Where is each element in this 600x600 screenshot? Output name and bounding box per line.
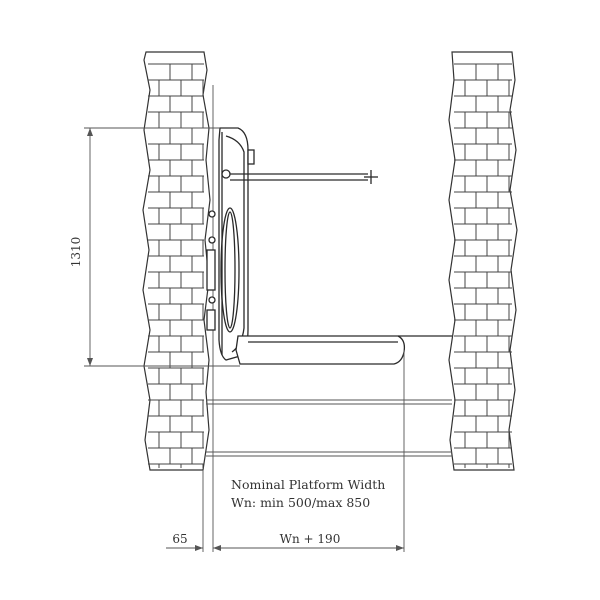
platform-title: Nominal Platform Width (231, 477, 385, 492)
right-brick-wall (448, 51, 518, 471)
platform-range: Wn: min 500/max 850 (231, 495, 370, 510)
lift-unit (206, 127, 452, 365)
platform-note: Nominal Platform Width Wn: min 500/max 8… (231, 477, 385, 510)
height-dimension: 1310 (69, 127, 240, 367)
floor-guides (206, 350, 452, 552)
width-dimension-label: Wn + 190 (280, 532, 341, 546)
left-brick-wall (142, 51, 211, 471)
offset-dimension-label: 65 (172, 532, 187, 546)
height-dimension-label: 1310 (69, 237, 83, 268)
width-dimensions: 65 Wn + 190 (166, 532, 404, 551)
